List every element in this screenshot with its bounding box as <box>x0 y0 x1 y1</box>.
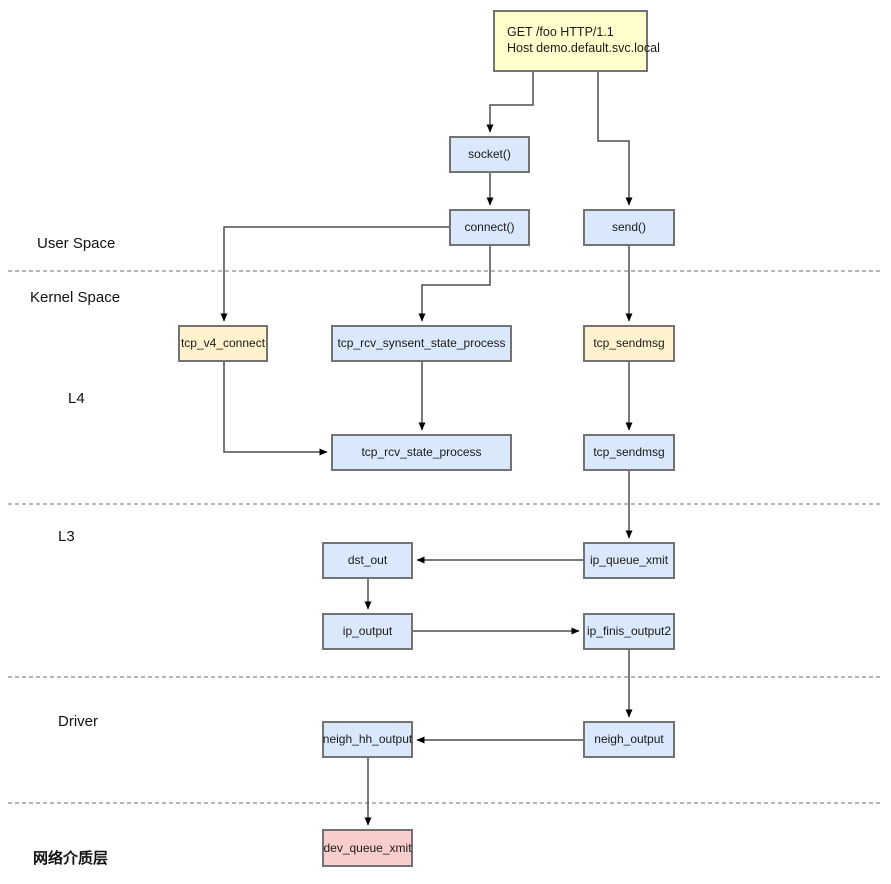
node-tcp-v4-connect: tcp_v4_connect <box>178 325 268 362</box>
node-tcp-sendmsg-top: tcp_sendmsg <box>583 325 675 362</box>
node-tcp-sendmsg-bottom: tcp_sendmsg <box>583 434 675 471</box>
edge-connect-tcpv4connect <box>220 226 449 322</box>
node-ip-queue-xmit: ip_queue_xmit <box>583 542 675 579</box>
layer-label-driver: Driver <box>58 713 98 730</box>
edge-connect-synsent <box>418 246 491 322</box>
node-neigh-output: neigh_output <box>583 721 675 758</box>
edge-tcpv4connect-rcvstate <box>223 362 328 456</box>
layer-label-l4: L4 <box>68 390 85 407</box>
layer-label-l3: L3 <box>58 528 75 545</box>
node-connect: connect() <box>449 209 530 246</box>
node-neigh-hh-output: neigh_hh_output <box>322 721 413 758</box>
node-dev-queue-xmit: dev_queue_xmit <box>322 829 413 867</box>
node-socket: socket() <box>449 136 530 173</box>
http-request-line2: Host demo.default.svc.local <box>507 41 660 55</box>
node-ip-finis-output2: ip_finis_output2 <box>583 613 675 650</box>
http-request-line1: GET /foo HTTP/1.1 <box>507 25 614 40</box>
node-tcp-rcv-synsent-state-process: tcp_rcv_synsent_state_process <box>331 325 512 362</box>
layer-label-user-space: User Space <box>37 235 116 252</box>
edge-request-socket <box>486 72 534 133</box>
node-http-request: GET /foo HTTP/1.1 Host demo.default.svc.… <box>493 10 660 72</box>
layer-label-kernel-space: Kernel Space <box>30 289 121 306</box>
node-ip-output: ip_output <box>322 613 413 650</box>
layer-label-media: 网络介质层 <box>33 850 109 867</box>
edge-request-send <box>597 72 633 206</box>
node-tcp-rcv-state-process: tcp_rcv_state_process <box>331 434 512 471</box>
node-dst-out: dst_out <box>322 542 413 579</box>
node-send: send() <box>583 209 675 246</box>
